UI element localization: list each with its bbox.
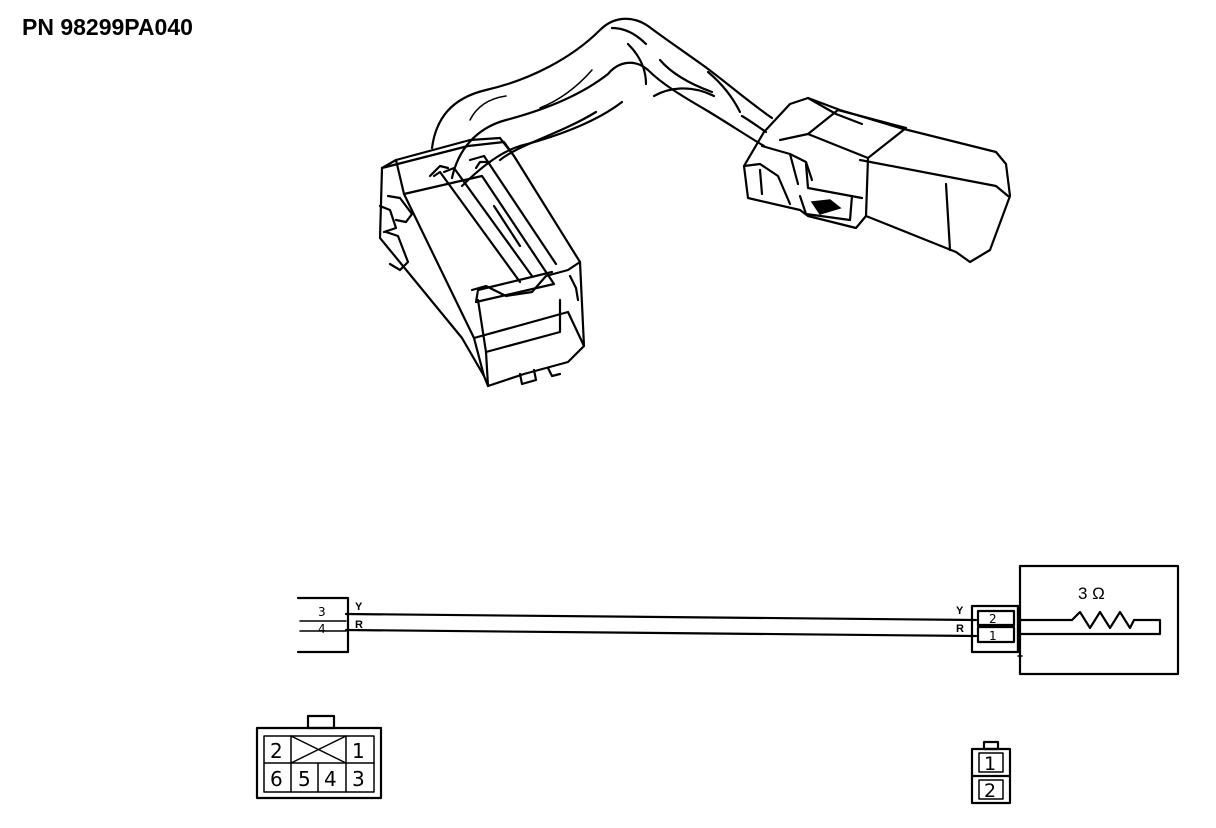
- two-pin-pinout: 1 2: [970, 740, 1012, 805]
- left-pin-3: 3: [318, 605, 326, 619]
- right-pin-2: 2: [989, 612, 997, 626]
- right-wire-color-y: Y: [956, 605, 964, 617]
- two-pin-connector-illustration: [742, 96, 1012, 264]
- six-pin-label-1: 1: [352, 739, 365, 763]
- wire-y: [344, 612, 978, 622]
- six-pin-latch: [306, 714, 336, 730]
- two-pin-label-1: 1: [984, 753, 996, 775]
- resistor-value-label: 3 Ω: [1078, 584, 1105, 603]
- left-connector-box: [296, 596, 350, 654]
- six-pin-label-6: 6: [270, 767, 283, 791]
- resistor-symbol: [1016, 610, 1162, 636]
- harness-illustration: [378, 17, 1012, 388]
- six-pin-connector-illustration: [378, 136, 586, 388]
- six-pin-label-4: 4: [324, 767, 337, 791]
- right-pin-1: 1: [989, 629, 997, 643]
- cable-bundle: [430, 17, 774, 188]
- six-pin-label-2: 2: [270, 739, 283, 763]
- wire-r: [344, 628, 978, 638]
- left-wire-color-y: Y: [355, 601, 363, 613]
- part-number-label: PN 98299PA040: [22, 14, 193, 40]
- two-pin-label-2: 2: [984, 780, 996, 802]
- left-wire-color-r: R: [355, 619, 363, 631]
- right-wire-color-r: R: [956, 623, 964, 635]
- six-pin-label-3: 3: [352, 767, 365, 791]
- wiring-schematic: 3 4 Y R Y R 2 1 3 Ω: [296, 564, 1180, 676]
- six-pin-outline: [255, 726, 383, 800]
- six-pin-pinout: 2 1 6 5 4 3: [255, 714, 383, 800]
- six-pin-label-5: 5: [298, 767, 311, 791]
- left-pin-4: 4: [318, 622, 326, 636]
